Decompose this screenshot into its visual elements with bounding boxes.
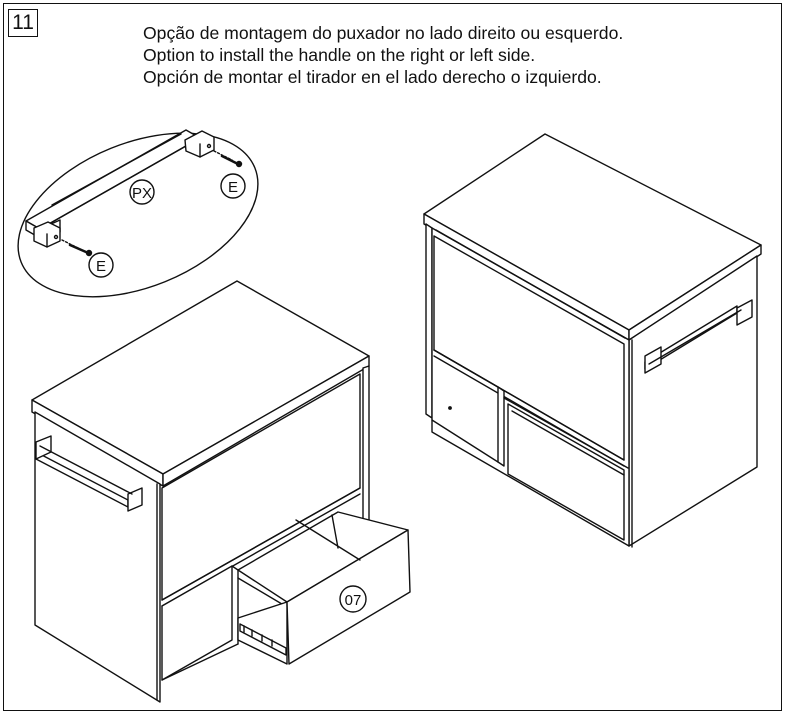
label-e-top-circle [220, 173, 246, 199]
detail-ellipse [17, 132, 259, 298]
instruction-line-en: Option to install the handle on the righ… [143, 45, 536, 65]
step-number: 11 [8, 9, 38, 37]
instruction-line-pt: Opção de montagem do puxador no lado dir… [143, 23, 624, 43]
drawer-07 [237, 511, 411, 665]
drawer-07-front [286, 529, 411, 665]
label-px-circle [129, 179, 155, 205]
label-e-bottom-circle [88, 252, 114, 278]
instruction-line-es: Opción de montar el tirador en el lado d… [143, 67, 602, 87]
label-e-top: E [228, 179, 238, 196]
cabinet-right-drawer [507, 403, 625, 541]
label-07: 07 [345, 592, 362, 609]
label-px: PX [132, 185, 152, 202]
instruction-text: Opção de montagem do puxador no lado dir… [143, 22, 783, 88]
cabinet-right [423, 133, 762, 548]
label-e-bottom: E [96, 258, 106, 275]
label-07-circle [339, 585, 367, 613]
cabinet-right-handle [644, 299, 753, 374]
cabinet-left: 07 [31, 280, 411, 703]
instruction-frame [3, 3, 782, 711]
handle-detail-callout: PX E E [17, 129, 259, 298]
cabinet-left-handle [35, 435, 143, 512]
handle-part [25, 129, 215, 248]
screw-top [213, 150, 243, 168]
screw-bottom [61, 239, 93, 257]
cabinet-left-side [34, 411, 161, 703]
